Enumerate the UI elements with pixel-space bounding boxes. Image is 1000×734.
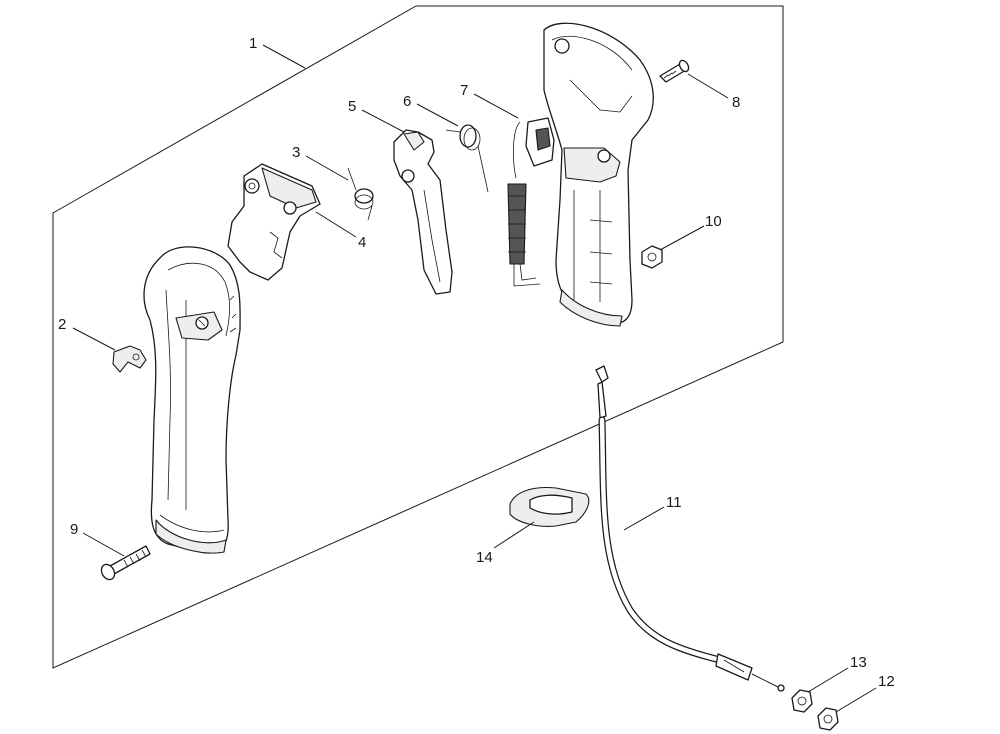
- part-11-throttle-cable: [595, 365, 785, 692]
- assembly-boundary: [52, 5, 784, 669]
- callout-7: 7: [460, 82, 468, 99]
- part-7-switch: [507, 117, 555, 287]
- callout-13: 13: [850, 654, 867, 671]
- handle-left-half: [143, 246, 241, 554]
- part-12-nut: [817, 707, 839, 731]
- callout-6: 6: [403, 93, 411, 110]
- part-10-nut: [641, 245, 663, 269]
- callout-labels: 1 2 3 4 5 6 7 8 9 10 11 12 13 14: [58, 35, 895, 690]
- callout-10: 10: [705, 213, 722, 230]
- part-4-trigger-lock: [227, 163, 321, 281]
- part-5-throttle-trigger: [393, 129, 453, 295]
- callout-8: 8: [732, 94, 740, 111]
- callout-12: 12: [878, 673, 895, 690]
- part-6-torsion-spring: [445, 124, 489, 193]
- part-3-spring: [347, 167, 374, 221]
- part-14-clip: [509, 486, 590, 527]
- part-8-screw: [659, 59, 690, 83]
- leader-lines: [72, 44, 877, 713]
- callout-9: 9: [70, 521, 78, 538]
- part-9-screw: [100, 545, 151, 581]
- callout-5: 5: [348, 98, 356, 115]
- callout-2: 2: [58, 316, 66, 333]
- handle-right-half: [543, 22, 654, 327]
- part-2-lever: [112, 345, 147, 373]
- callout-3: 3: [292, 144, 300, 161]
- callout-11: 11: [666, 494, 682, 511]
- callout-4: 4: [358, 234, 366, 251]
- callout-1: 1: [249, 35, 257, 52]
- callout-14: 14: [476, 549, 493, 566]
- part-13-nut: [791, 689, 813, 713]
